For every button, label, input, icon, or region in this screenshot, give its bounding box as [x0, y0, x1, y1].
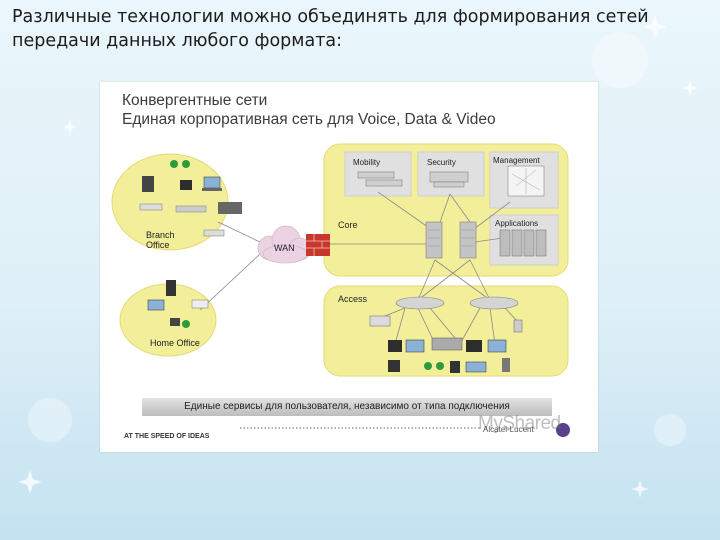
user-icon [170, 160, 178, 168]
slide-title-line1: Различные технологии можно объединять дл… [12, 7, 649, 27]
diagram-subheading: Единая корпоративная сеть для Voice, Dat… [122, 111, 496, 128]
server-icon [429, 171, 469, 183]
switch-icon [395, 296, 519, 310]
label-security: Security [427, 158, 456, 167]
services-banner-text: Единые сервисы для пользователя, независ… [184, 401, 510, 412]
laptop-icon [147, 299, 165, 311]
branch-devices [139, 160, 242, 237]
footer-tagline: AT THE SPEED OF IDEAS [124, 433, 210, 440]
access-zone [323, 285, 569, 377]
firewall-icon [306, 234, 330, 256]
home-devices [147, 280, 209, 328]
access-endpoints [369, 315, 523, 373]
user-icon [424, 362, 432, 370]
router-icon [357, 171, 395, 179]
core-switch-icon [425, 221, 477, 259]
label-management: Management [493, 156, 540, 165]
label-core: Core [338, 220, 358, 230]
server-icon [142, 176, 154, 192]
wifi-access-point-icon [513, 319, 523, 333]
services-banner: Единые сервисы для пользователя, независ… [142, 398, 552, 416]
router-icon [191, 299, 209, 309]
label-branch-office: Branch Office [146, 230, 175, 250]
label-home-office: Home Office [150, 338, 200, 348]
server-icon [499, 229, 547, 257]
laptop-icon [369, 315, 391, 327]
server-icon [431, 337, 463, 351]
diagram-graphics [111, 143, 570, 437]
slide-title-line2: передачи данных любого формата: [12, 31, 343, 51]
brand-name: Alcatel-Lucent [483, 425, 534, 434]
watermark: MyShared [478, 413, 561, 434]
switch-icon [175, 205, 207, 213]
laptop-icon [203, 176, 221, 189]
phone-icon [180, 180, 192, 190]
user-icon [182, 320, 190, 328]
label-mobility: Mobility [353, 158, 381, 167]
phone-icon [388, 340, 402, 352]
phone-icon [166, 280, 176, 296]
alcatel-lucent-logo [556, 423, 570, 437]
cloud-icon [257, 225, 312, 264]
label-wan: WAN [274, 243, 295, 253]
diagram-heading: Конвергентные сети [122, 92, 268, 109]
slide-title: Различные технологии можно объединять дл… [12, 5, 712, 53]
router-icon [139, 203, 163, 211]
label-access: Access [338, 294, 368, 304]
label-applications: Applications [495, 219, 539, 228]
network-diagram: Конвергентные сети Единая корпоративная … [100, 82, 598, 452]
